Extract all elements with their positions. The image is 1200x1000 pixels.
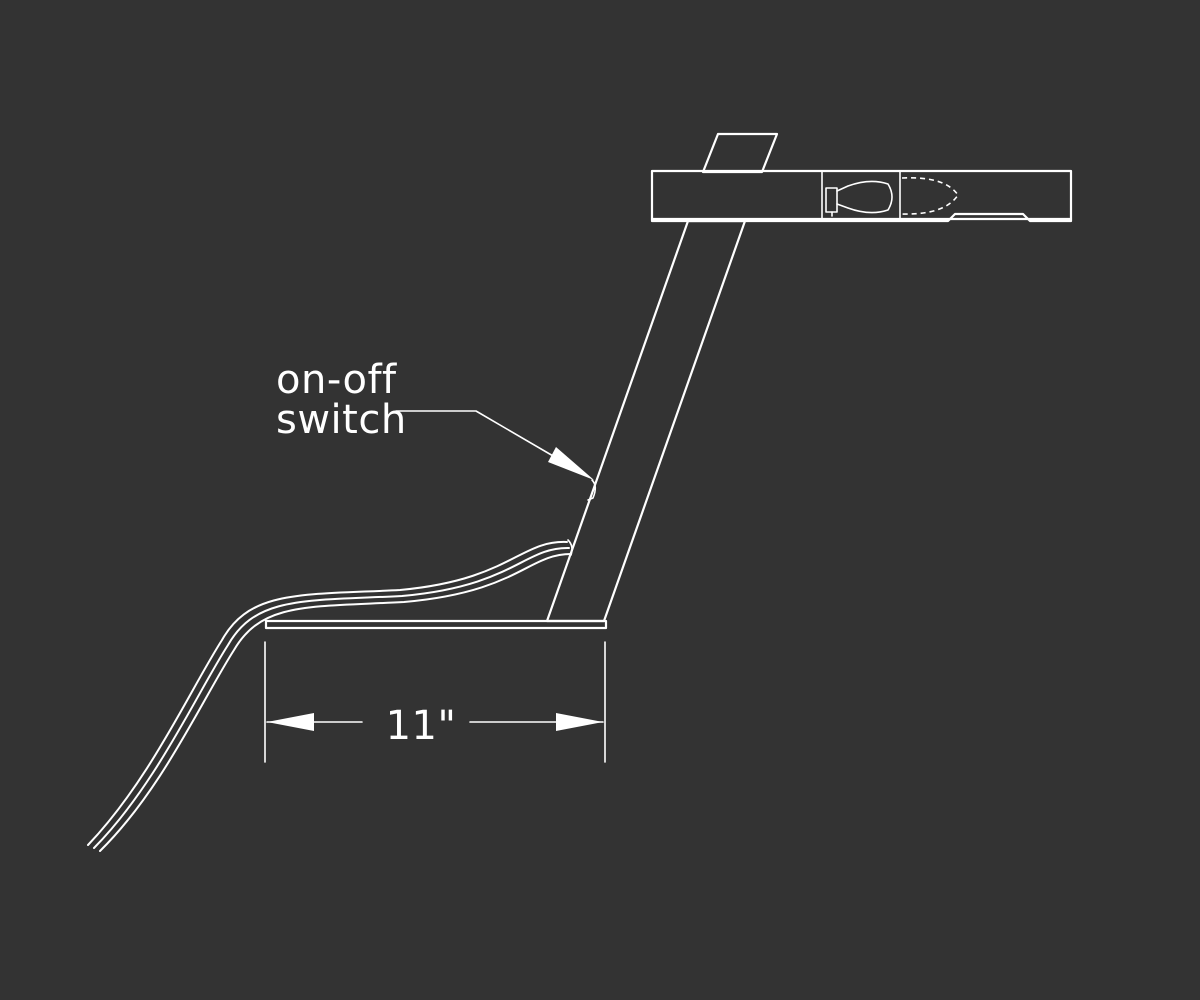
callout-line-2: switch [276, 397, 407, 443]
callout-leader [395, 410, 561, 461]
switch-icon [587, 479, 597, 501]
socket-icon [825, 187, 838, 213]
switch-callout: on-off switch [276, 360, 407, 440]
dim-arrow-right-icon [556, 713, 603, 731]
callout-line-1: on-off [276, 357, 397, 403]
lamp-arm [545, 219, 747, 623]
arrow-icon [548, 447, 594, 480]
power-cord [87, 540, 568, 846]
lamp-base [264, 619, 608, 630]
power-cord-3 [99, 553, 572, 852]
reflector-outline [901, 177, 959, 215]
dim-arrow-left-icon [267, 713, 314, 731]
power-cord-2 [93, 546, 570, 849]
lamp-head [650, 169, 1073, 223]
bulb-icon [836, 180, 893, 214]
dimension-label: 11" [385, 703, 457, 749]
arm-top-stub [701, 132, 779, 174]
